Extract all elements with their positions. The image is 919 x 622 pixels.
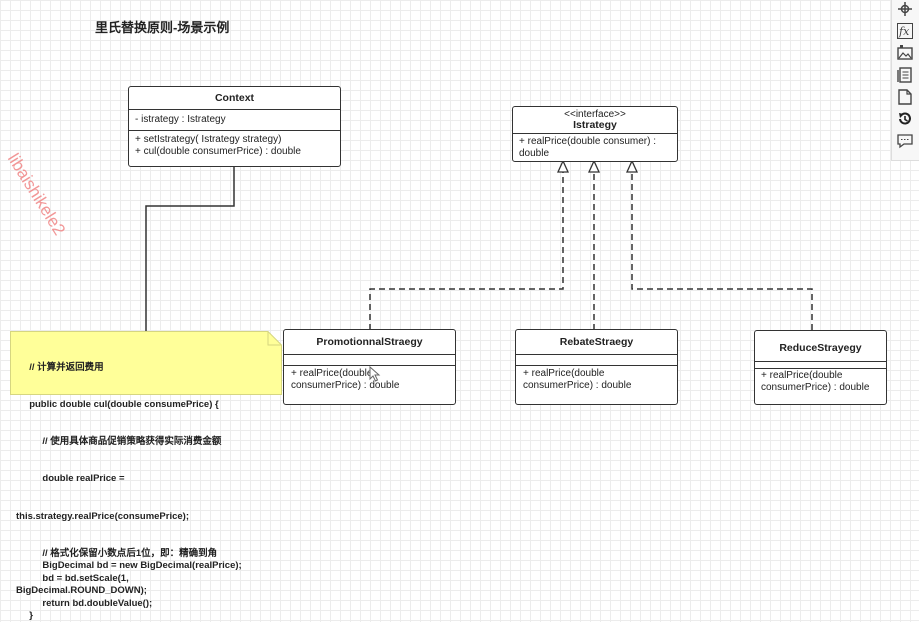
- class-rebate-attributes: [516, 354, 677, 365]
- class-promotional-attributes: [284, 354, 455, 365]
- method: + cul(double consumerPrice) : double: [135, 146, 301, 157]
- method: + setIstrategy( Istrategy strategy): [135, 134, 282, 145]
- class-reduce-attributes: [755, 361, 886, 368]
- code-line: this.strategy.realPrice(consumePrice);: [16, 510, 190, 522]
- class-context-methods: + setIstrategy( Istrategy strategy) + cu…: [129, 130, 340, 161]
- method: double: [519, 148, 550, 159]
- method: + realPrice(double: [291, 368, 373, 379]
- code-note[interactable]: // 计算并返回费用 public double cul(double cons…: [16, 337, 278, 622]
- code-line: }: [16, 609, 33, 621]
- arrowhead-reduce: [625, 159, 639, 173]
- code-line: double realPrice =: [16, 473, 125, 485]
- code-line: BigDecimal bd = new BigDecimal(realPrice…: [16, 560, 242, 572]
- code-line: // 计算并返回费用: [16, 361, 104, 373]
- class-reduce-methods: + realPrice(double consumerPrice) : doub…: [755, 368, 886, 395]
- class-rebate-methods: + realPrice(double consumerPrice) : doub…: [516, 365, 677, 394]
- attribute: - istrategy : Istrategy: [135, 114, 226, 125]
- diagram-canvas[interactable]: 里氏替换原则-场景示例 Context - istrategy : Istrat…: [0, 0, 892, 621]
- class-context-attributes: - istrategy : Istrategy: [129, 109, 340, 130]
- class-context-name: Context: [214, 92, 255, 104]
- realization-reduce: [631, 172, 813, 330]
- context-note-connector: [145, 167, 235, 333]
- method: consumerPrice) : double: [523, 380, 632, 391]
- right-toolbar: fx: [891, 0, 919, 161]
- document-icon[interactable]: [896, 88, 914, 106]
- method: + realPrice(double consumer) :: [519, 136, 657, 147]
- code-line: BigDecimal.ROUND_DOWN);: [16, 585, 147, 597]
- stereotype-label: <<interface>>: [564, 109, 626, 120]
- connectors: [145, 159, 813, 333]
- code-line: // 使用具体商品促销策略获得实际消费金额: [16, 436, 222, 448]
- class-rebate-name: RebateStraegy: [559, 336, 634, 348]
- class-reduce-name: ReduceStrayegy: [779, 342, 862, 354]
- method: + realPrice(double: [761, 370, 843, 381]
- method: + realPrice(double: [523, 368, 605, 379]
- class-context[interactable]: Context - istrategy : Istrategy + setIst…: [128, 86, 341, 167]
- method: consumerPrice) : double: [761, 382, 870, 393]
- function-icon[interactable]: fx: [896, 22, 914, 40]
- code-note-shape: [10, 331, 282, 395]
- code-line: public double cul(double consumePrice) {: [16, 399, 219, 411]
- code-line: return bd.doubleValue();: [16, 597, 153, 609]
- crosshair-icon[interactable]: [896, 0, 914, 18]
- class-reduce-strategy[interactable]: ReduceStrayegy + realPrice(double consum…: [754, 330, 887, 405]
- image-icon[interactable]: [896, 44, 914, 62]
- svg-text:fx: fx: [898, 25, 910, 38]
- arrowhead-rebate: [587, 159, 601, 173]
- arrowhead-promotional: [556, 159, 570, 173]
- class-rebate-strategy[interactable]: RebateStraegy + realPrice(double consume…: [515, 329, 678, 405]
- method: consumerPrice) : double: [291, 380, 400, 391]
- interface-istrategy-header: <<interface>> Istrategy: [513, 107, 677, 133]
- code-line: bd = bd.setScale(1,: [16, 572, 129, 584]
- realization-promotional: [369, 172, 564, 330]
- mouse-cursor-icon: [369, 366, 381, 382]
- class-promotional-name: PromotionnalStraegy: [316, 336, 423, 348]
- class-promotional-methods: + realPrice(double consumerPrice) : doub…: [284, 365, 455, 394]
- code-line: // 格式化保留小数点后1位，即：精确到角: [16, 547, 218, 559]
- comment-icon[interactable]: [896, 132, 914, 150]
- pages-icon[interactable]: [896, 66, 914, 84]
- interface-istrategy-name: Istrategy: [573, 119, 617, 131]
- diagram-title: 里氏替换原则-场景示例: [95, 20, 230, 35]
- interface-istrategy[interactable]: <<interface>> Istrategy + realPrice(doub…: [512, 106, 678, 162]
- history-icon[interactable]: [896, 110, 914, 128]
- interface-istrategy-methods: + realPrice(double consumer) : double: [513, 133, 677, 162]
